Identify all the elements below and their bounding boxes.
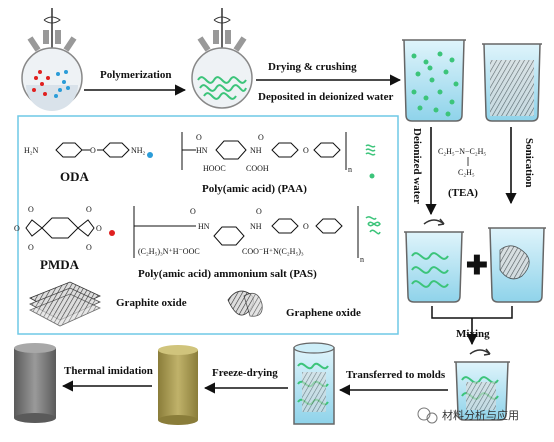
paa-structure: O HN HOOC COOH O NH O n xyxy=(181,132,376,179)
svg-text:COO⁻H⁺N(C₂H₅)₃: COO⁻H⁺N(C₂H₅)₃ xyxy=(242,247,304,256)
svg-text:NH: NH xyxy=(250,146,262,155)
svg-text:O: O xyxy=(90,146,96,155)
beaker-paa-particles xyxy=(402,39,466,122)
mixing-label: Mixing xyxy=(456,328,490,340)
pmda-structure: O O O O O O xyxy=(14,205,115,252)
svg-text:HN: HN xyxy=(196,146,208,155)
reaction-flask-paa xyxy=(191,8,253,109)
svg-text:O: O xyxy=(14,224,20,233)
graphene-oxide-icon xyxy=(227,290,263,317)
svg-text:n: n xyxy=(348,165,352,174)
svg-text:O: O xyxy=(258,133,264,142)
beaker-go-dispersion xyxy=(488,227,546,303)
svg-text:C₂H₅: C₂H₅ xyxy=(458,168,475,177)
mixing-bracket xyxy=(431,306,513,319)
pas-label: Poly(amic acid) ammonium salt (PAS) xyxy=(138,268,317,280)
paa-label: Poly(amic acid) (PAA) xyxy=(202,183,307,195)
svg-text:O: O xyxy=(86,243,92,252)
svg-text:(C₂H₅)₃N⁺H⁻OOC: (C₂H₅)₃N⁺H⁻OOC xyxy=(138,247,200,256)
svg-text:HOOC: HOOC xyxy=(203,164,226,173)
svg-text:O: O xyxy=(190,207,196,216)
svg-text:O: O xyxy=(303,222,309,231)
drying-label: Drying & crushing xyxy=(268,61,357,73)
oda-label: ODA xyxy=(60,169,90,184)
beaker-mixed-suspension xyxy=(454,348,510,421)
svg-text:O: O xyxy=(196,133,202,142)
transferred-label: Transferred to molds xyxy=(346,369,446,381)
svg-text:O: O xyxy=(256,207,262,216)
graphene-oxide-label: Graphene oxide xyxy=(286,307,361,319)
svg-text:COOH: COOH xyxy=(246,164,269,173)
legend-box xyxy=(17,115,399,335)
reaction-flask-monomers xyxy=(21,8,83,111)
svg-text:O: O xyxy=(303,146,309,155)
pas-structure: O HN (C₂H₅)₃N⁺H⁻OOC COO⁻H⁺N(C₂H₅)₃ O NH … xyxy=(133,206,381,264)
deionized-water-label: Deionized water xyxy=(411,128,423,204)
svg-text:HN: HN xyxy=(198,222,210,231)
svg-text:C₂H₅−N−C₂H₅: C₂H₅−N−C₂H₅ xyxy=(438,147,486,156)
deposited-label: Deposited in deionized water xyxy=(258,91,393,103)
graphite-oxide-icon xyxy=(29,281,101,327)
pmda-label: PMDA xyxy=(40,257,80,272)
plus-sign: ✚ xyxy=(466,251,488,280)
polymerization-label: Polymerization xyxy=(100,69,171,81)
tea-label: (TEA) xyxy=(448,187,478,199)
beaker-pas-solution xyxy=(404,218,464,303)
svg-text:n: n xyxy=(360,255,364,264)
svg-text:O: O xyxy=(28,205,34,214)
oda-structure: H₂N O NH₂ xyxy=(24,142,153,158)
pi-aerogel-cylinder xyxy=(14,343,56,423)
mold-container xyxy=(293,342,335,425)
svg-text:O: O xyxy=(86,205,92,214)
svg-text:H₂N: H₂N xyxy=(24,146,39,155)
sonication-label: Sonication xyxy=(523,138,535,188)
svg-text:NH₂: NH₂ xyxy=(131,146,146,155)
watermark-text: 材料分析与应用 xyxy=(442,408,519,422)
graphite-oxide-label: Graphite oxide xyxy=(116,297,187,309)
svg-text:O: O xyxy=(28,243,34,252)
thermal-imidation-label: Thermal imidation xyxy=(64,365,153,377)
watermark: 材料分析与应用 xyxy=(417,407,519,424)
freeze-drying-label: Freeze-drying xyxy=(212,367,278,379)
beaker-graphene-oxide xyxy=(482,43,542,122)
tea-structure: C₂H₅−N−C₂H₅ C₂H₅ xyxy=(438,147,486,177)
svg-text:NH: NH xyxy=(250,222,262,231)
svg-text:O: O xyxy=(96,224,102,233)
paa-go-aerogel-cylinder xyxy=(158,345,198,425)
